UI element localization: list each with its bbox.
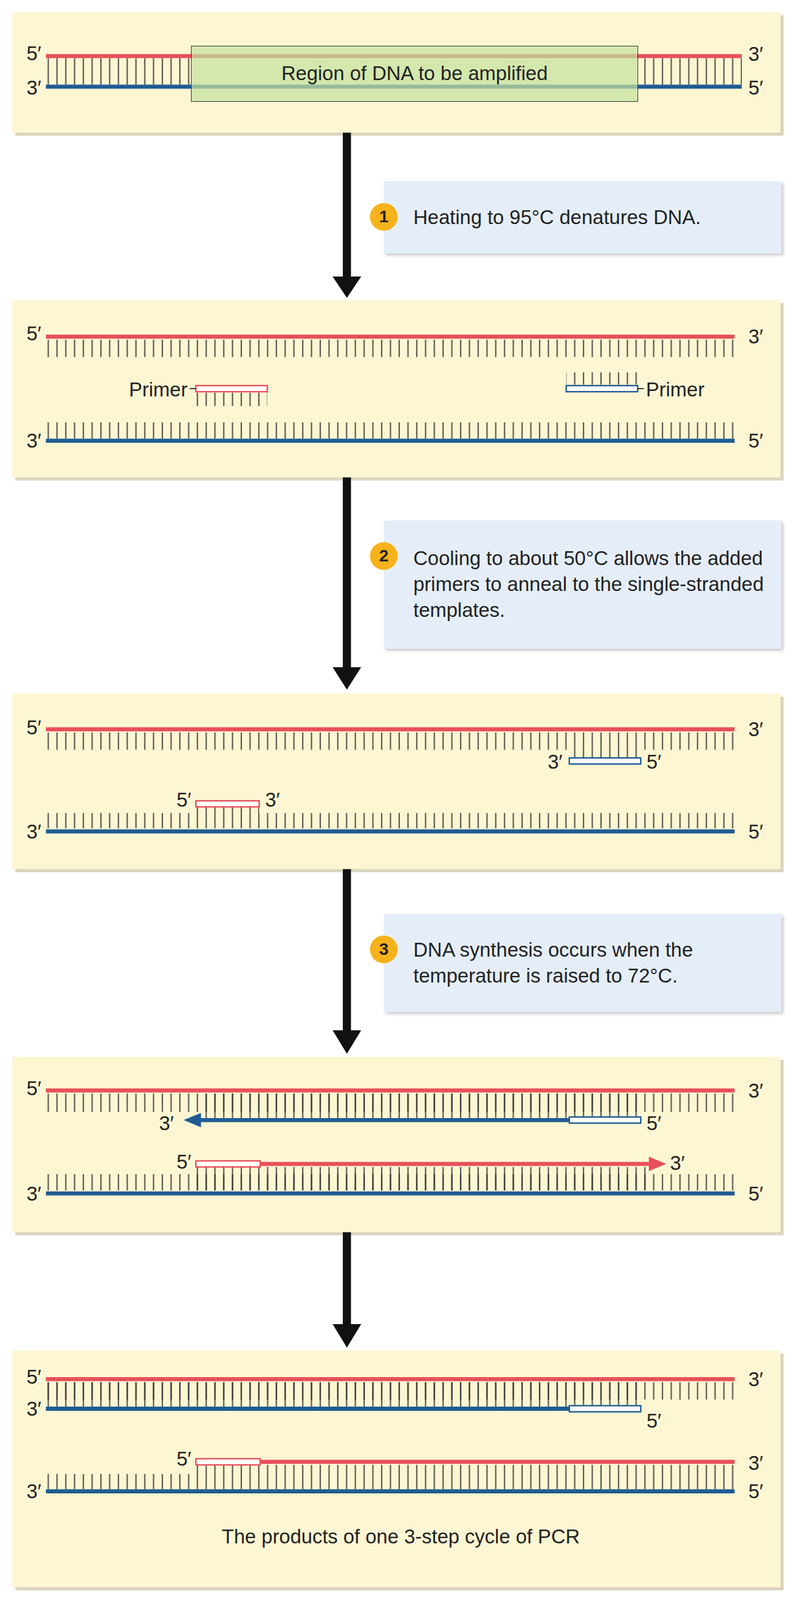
strand-end-label: 3′ (159, 1113, 175, 1134)
strand-end-label: 5′ (748, 430, 764, 451)
strand-end-label: 5′ (748, 821, 764, 842)
strand-end-label: 5′ (748, 1481, 764, 1502)
strand-end-label: 5′ (748, 1184, 764, 1204)
strand-end-label: 3′ (26, 821, 42, 842)
callout-number-text: 2 (379, 547, 389, 565)
strand-end-label: 3′ (748, 43, 764, 64)
strand-end-label: 3′ (748, 1369, 764, 1390)
primer-label: Primer (128, 379, 188, 400)
caption: The products of one 3-step cycle of PCR (221, 1526, 580, 1547)
strand-end-label: 3′ (748, 719, 764, 740)
strand-end-label: 3′ (265, 789, 281, 810)
pcr-products (45, 1379, 735, 1492)
strand-end-label: 5′ (26, 43, 42, 64)
strand-end-label: 3′ (670, 1153, 686, 1174)
primer (569, 1117, 642, 1124)
step-box: Heating to 95°C denatures DNA.1 (383, 181, 782, 254)
strand-end-label: 5′ (26, 1367, 42, 1388)
strand-end-label: 5′ (748, 77, 764, 98)
strand-end-label: 5′ (176, 1152, 192, 1172)
extension (45, 1090, 735, 1194)
step-text: Heating to 95°C denatures DNA. (413, 204, 772, 231)
strand-end-label: 5′ (646, 751, 662, 772)
primer (569, 1405, 642, 1412)
strand-end-label: 5′ (26, 323, 42, 344)
panel-backgrounds (12, 12, 784, 1591)
primer (195, 385, 268, 392)
callout-number: 1 (369, 203, 398, 231)
strand-end-label: 3′ (26, 1481, 42, 1502)
callout-number-text: 3 (379, 941, 389, 959)
step-text: Cooling to about 50°C allows the added p… (413, 545, 772, 624)
strand-end-label: 5′ (26, 1078, 42, 1099)
region-label: Region of DNA to be amplified (281, 62, 548, 85)
strand-end-label: 3′ (547, 751, 563, 772)
strand-end-label: 5′ (26, 717, 42, 738)
annealed-primers (45, 729, 735, 832)
amplified-region-box: Region of DNA to be amplified (191, 45, 639, 102)
strand-end-label: 5′ (646, 1411, 662, 1432)
strand-end-label: 3′ (748, 1453, 764, 1474)
strand-end-label: 3′ (26, 430, 42, 451)
callout-number: 3 (369, 935, 398, 964)
strand-end-label: 3′ (26, 1399, 42, 1419)
primer-label: Primer (645, 379, 705, 400)
strand-end-label: 5′ (176, 1449, 192, 1470)
strand-end-label: 3′ (26, 77, 42, 98)
strand-end-label: 5′ (646, 1113, 662, 1134)
primer (195, 800, 260, 807)
step-box: Cooling to about 50°C allows the added p… (383, 520, 782, 649)
strand-end-label: 3′ (748, 1080, 764, 1101)
strand-end-label: 3′ (26, 1184, 42, 1204)
step-box: DNA synthesis occurs when the temperatur… (383, 914, 782, 1013)
denatured-strands (45, 336, 735, 442)
callout-number: 2 (369, 542, 398, 571)
primer (569, 758, 642, 765)
primer (195, 1458, 261, 1465)
primer (566, 385, 639, 392)
strand-end-label: 5′ (176, 789, 192, 810)
strand-end-label: 3′ (748, 326, 764, 347)
callout-number-text: 1 (379, 208, 389, 226)
step-text: DNA synthesis occurs when the temperatur… (413, 937, 772, 990)
primer (195, 1161, 261, 1168)
